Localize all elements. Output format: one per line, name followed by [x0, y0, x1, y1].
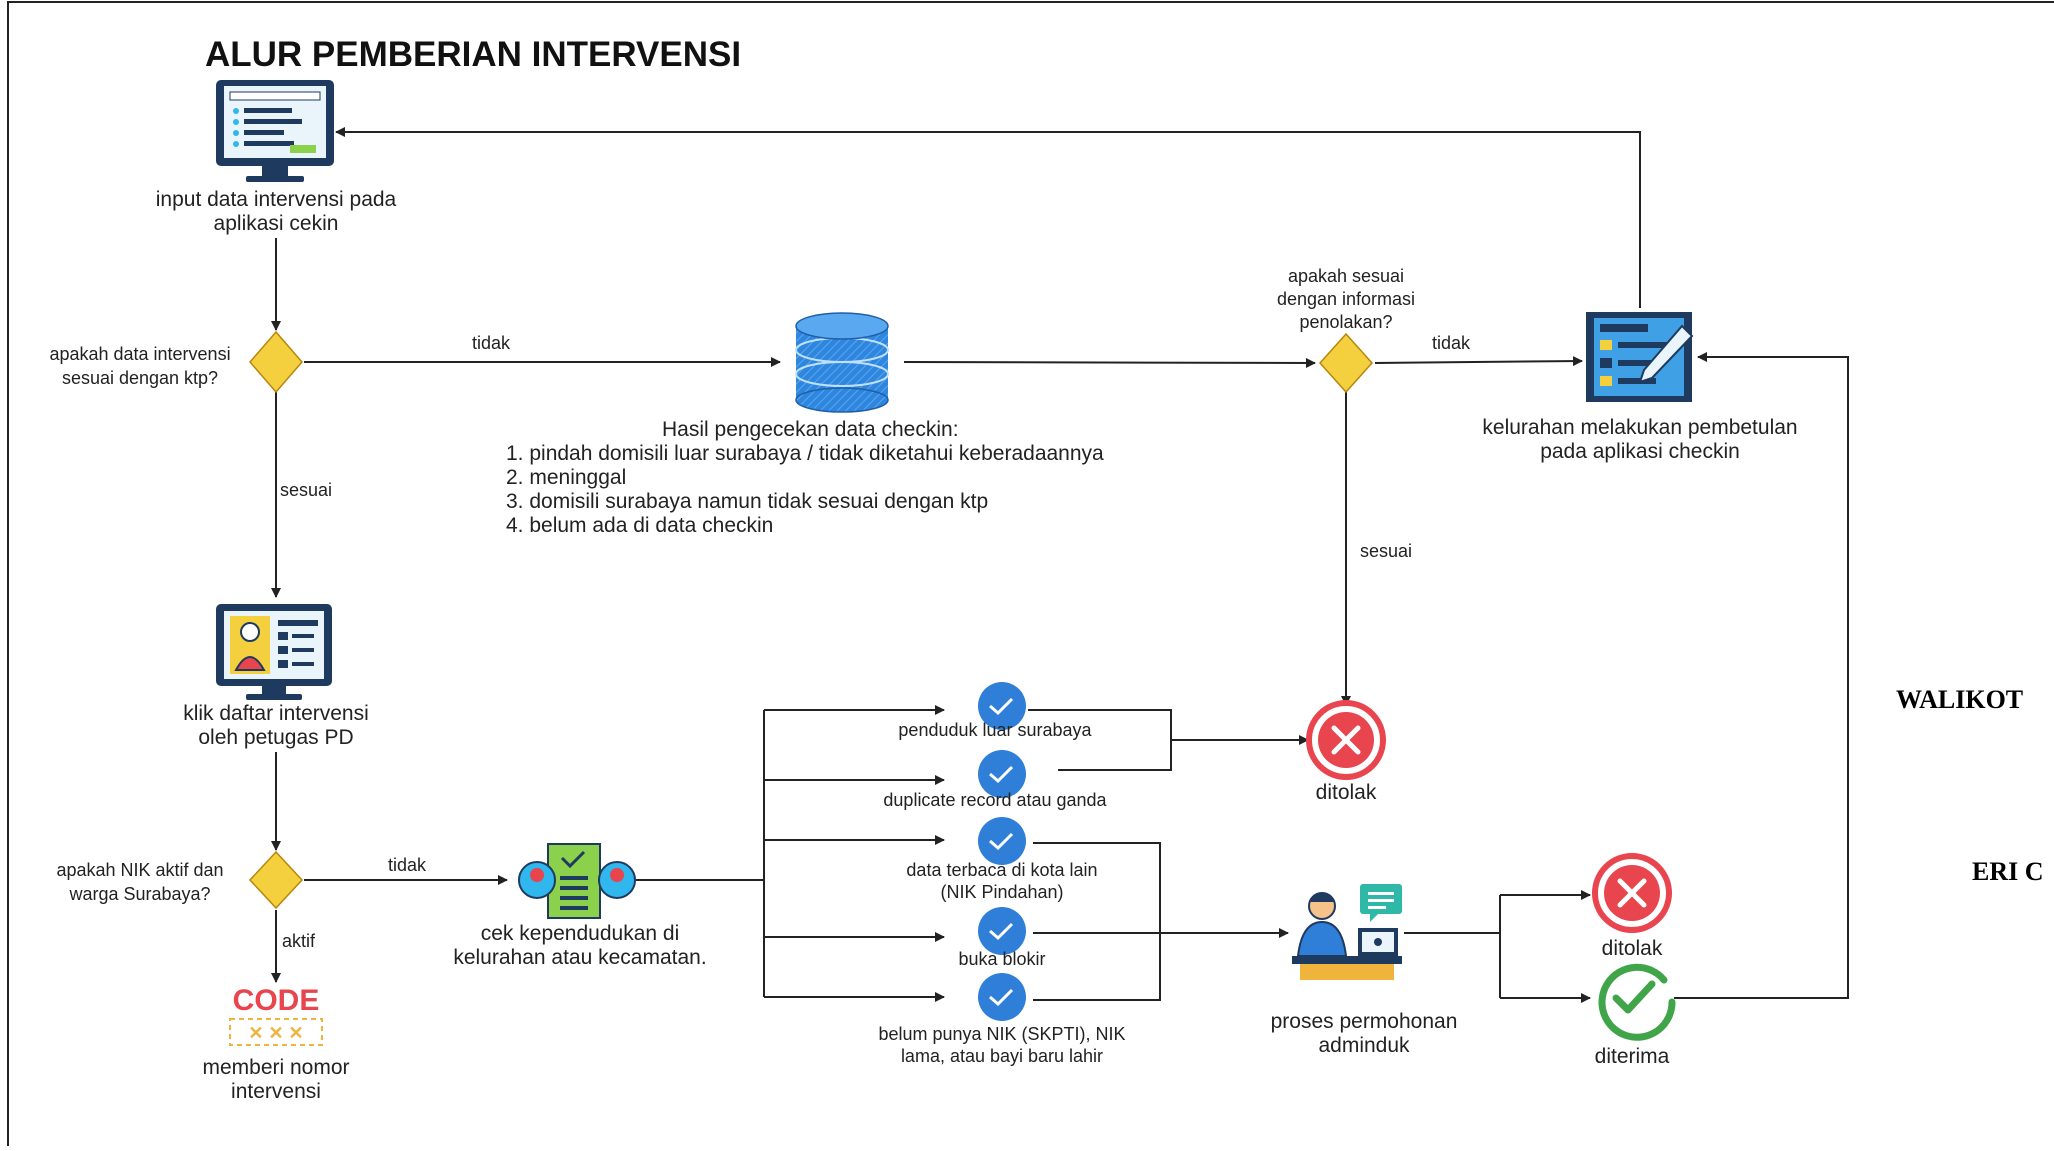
check-icon [978, 907, 1026, 955]
fix-node-label-2: pada aplikasi checkin [1540, 440, 1740, 463]
accept-check-icon [1598, 963, 1676, 1041]
code-icon-text: CODE [233, 984, 320, 1017]
verification-icon [518, 843, 636, 919]
edge-fix-input [335, 127, 1641, 308]
db-result-item-3: 3. domisili surabaya namun tidak sesuai … [506, 490, 988, 513]
db-result-item-1: 1. pindah domisili luar surabaya / tidak… [506, 442, 1104, 465]
decision-diamond-q1 [249, 330, 303, 394]
edge-opt3-opt5-join [1033, 842, 1161, 1001]
ditolak-label-1: ditolak [1316, 781, 1377, 804]
edge-label-q1-no: tidak [472, 333, 511, 353]
decision-q1-label-2: sesuai dengan ktp? [62, 368, 218, 388]
proses-label-2: adminduk [1318, 1034, 1410, 1057]
decision-q1-label-1: apakah data intervensi [49, 344, 230, 364]
option-label-4: buka blokir [958, 949, 1045, 969]
db-result-item-2: 2. meninggal [506, 466, 626, 489]
edge-db-q2 [903, 357, 1316, 368]
fix-node-label-1: kelurahan melakukan pembetulan [1482, 416, 1797, 439]
edge-label-q3-no: tidak [388, 855, 427, 875]
klik-node-label-1: klik daftar intervensi [183, 702, 369, 725]
edge-label-q1-yes: sesuai [280, 480, 332, 500]
check-icon [978, 973, 1026, 1021]
edge-label-q2-no: tidak [1432, 333, 1471, 353]
database-icon [795, 312, 889, 413]
klik-node-label-2: oleh petugas PD [198, 726, 353, 749]
option-label-5a: belum punya NIK (SKPTI), NIK [878, 1024, 1125, 1044]
input-node-label-1: input data intervensi pada [156, 188, 397, 211]
proses-label-1: proses permohonan [1271, 1010, 1458, 1033]
cek-node-label-1: cek kependudukan di [481, 922, 680, 945]
check-icon [978, 817, 1026, 865]
person-laptop-icon [1292, 884, 1402, 980]
decision-q3-label-1: apakah NIK aktif dan [56, 860, 223, 880]
form-monitor-icon [216, 80, 334, 182]
connectors [271, 127, 1849, 1003]
option-label-2: duplicate record atau ganda [883, 790, 1107, 810]
edge-label-q3-yes: aktif [282, 931, 316, 951]
decision-diamond-q2 [1318, 332, 1374, 394]
side-text-eri: ERI C [1972, 857, 2044, 886]
decision-q2-label-1: apakah sesuai [1288, 266, 1404, 286]
side-text-walikota: WALIKOT [1896, 685, 2023, 714]
code-node-label-2: intervensi [231, 1080, 321, 1103]
profile-monitor-icon [216, 604, 332, 700]
cek-node-label-2: kelurahan atau kecamatan. [453, 946, 706, 969]
check-icon [978, 682, 1026, 730]
option-label-1: penduduk luar surabaya [898, 720, 1092, 740]
diagram-title: ALUR PEMBERIAN INTERVENSI [205, 35, 741, 74]
db-result-item-4: 4. belum ada di data checkin [506, 514, 773, 537]
decision-q2-label-2: dengan informasi [1277, 289, 1415, 309]
code-node-label-1: memberi nomor [202, 1056, 349, 1079]
edit-document-icon [1586, 312, 1694, 402]
edge-opt1-opt2-join [1028, 709, 1172, 771]
option-label-5b: lama, atau bayi baru lahir [901, 1046, 1103, 1066]
reject-x-icon [1306, 700, 1386, 780]
input-node-label-2: aplikasi cekin [214, 212, 339, 235]
code-icon: CODE ✕ ✕ ✕ [229, 984, 323, 1046]
edge-q2-fix [1374, 356, 1583, 367]
decision-q3-label-2: warga Surabaya? [68, 884, 210, 904]
decision-q2-label-3: penolakan? [1299, 312, 1392, 332]
diterima-label: diterima [1595, 1045, 1670, 1068]
reject-x-icon [1592, 853, 1672, 933]
outer-frame [7, 1, 2054, 1151]
decision-diamond-q3 [248, 850, 304, 910]
edge-diterima-fix [1674, 352, 1849, 999]
ditolak-label-2: ditolak [1602, 937, 1663, 960]
option-label-3a: data terbaca di kota lain [906, 860, 1097, 880]
check-icon [978, 750, 1026, 798]
svg-text:✕ ✕ ✕: ✕ ✕ ✕ [248, 1023, 303, 1043]
option-label-3b: (NIK Pindahan) [940, 882, 1063, 902]
edge-label-q2-yes: sesuai [1360, 541, 1412, 561]
db-result-title: Hasil pengecekan data checkin: [662, 418, 959, 441]
